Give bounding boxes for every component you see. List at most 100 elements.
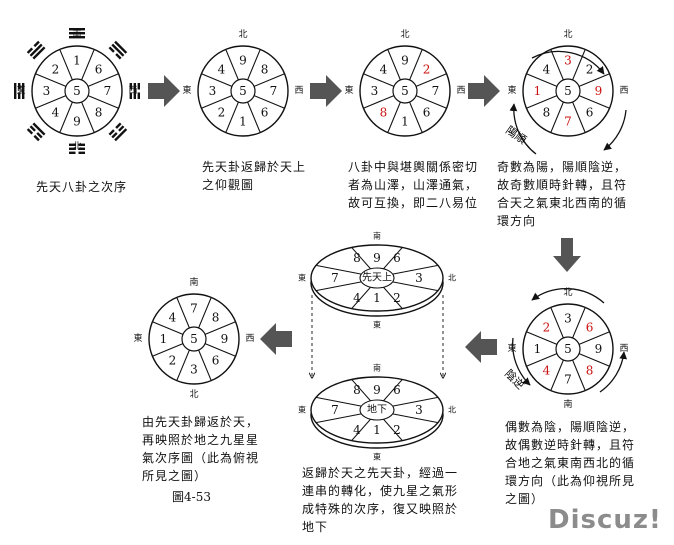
wheel-number: 3 <box>371 84 379 98</box>
caption-prior-heaven-order: 先天八卦之次序 <box>36 180 128 194</box>
wheel-center-number: 5 <box>564 84 572 98</box>
ellipse-number: 1 <box>373 423 381 437</box>
caption-transformation: 返歸於天之先天卦，經過一連串的轉化，使九星之氣形成特殊的次序，復又映照於地下 <box>302 466 459 534</box>
trigram-icon <box>108 40 128 60</box>
wheel-number: 6 <box>212 354 220 368</box>
wheel-number: 7 <box>190 302 198 316</box>
caption-even-counterclockwise: 偶數為陰，陽順陰逆，故偶數逆時針轉，且符合地之氣東南西北的循環方向（此為仰視所見… <box>505 420 636 506</box>
ellipse-number: 3 <box>415 403 423 417</box>
direction-label: 北 <box>563 29 572 40</box>
flow-arrow-down <box>553 238 581 272</box>
direction-label: 北 <box>400 29 409 40</box>
wheel-number: 9 <box>239 54 247 68</box>
direction-label: 北 <box>563 287 572 298</box>
direction-label: 西 <box>456 85 465 96</box>
wheel-number: 4 <box>380 62 388 76</box>
wheel-number: 6 <box>586 106 594 120</box>
wheel-even-counterclockwise: 536987412北南東西 <box>507 287 628 410</box>
trigram-icon <box>129 83 140 99</box>
wheel-number: 9 <box>73 115 81 129</box>
wheel-number: 4 <box>218 62 226 76</box>
wheel-number: 3 <box>209 84 217 98</box>
ellipse-number: 9 <box>373 383 381 397</box>
ellipse-center-label: 地下 <box>367 403 387 416</box>
flow-arrow-1 <box>148 75 180 107</box>
wheel-center-number: 5 <box>401 84 409 98</box>
direction-label: 東 <box>507 342 516 354</box>
wheel-center-number: 5 <box>239 84 247 98</box>
wheel-number: 2 <box>423 62 431 76</box>
wheel-number: 2 <box>52 62 60 76</box>
wheel-number: 9 <box>595 84 603 98</box>
ellipse-number: 6 <box>393 251 401 265</box>
trigram-icon <box>14 83 25 99</box>
direction-label: 北 <box>238 29 247 40</box>
wheel-number: 9 <box>221 332 229 346</box>
wheel-number: 2 <box>218 106 226 120</box>
wheel-number: 7 <box>564 115 572 129</box>
direction-label: 南 <box>373 231 381 241</box>
flow-arrow-3 <box>468 75 500 107</box>
direction-label: 北 <box>72 141 81 152</box>
wheel-number: 7 <box>432 84 440 98</box>
wheel-number: 2 <box>586 62 594 76</box>
ellipse-number: 7 <box>331 403 339 417</box>
direction-label: 東 <box>182 84 191 96</box>
projection-lines <box>312 295 443 378</box>
wheel-number: 1 <box>160 332 168 346</box>
watermark-logo: Discuz! <box>548 505 662 535</box>
wheel-number: 4 <box>169 310 177 324</box>
direction-label: 北 <box>189 389 198 400</box>
wheel-number: 1 <box>239 115 247 129</box>
trigram-icon <box>26 122 46 142</box>
wheel-center-number: 5 <box>190 332 198 346</box>
wheel-number: 9 <box>401 54 409 68</box>
direction-label: 東 <box>298 273 306 283</box>
ellipse-number: 2 <box>393 423 401 437</box>
direction-label: 南 <box>563 398 572 410</box>
wheel-number: 8 <box>261 62 269 76</box>
flow-arrow-left-2 <box>260 323 292 355</box>
ellipse-number: 8 <box>353 383 361 397</box>
wheel-number: 8 <box>586 364 594 378</box>
direction-label: 西 <box>294 85 303 96</box>
direction-label: 南 <box>373 363 381 373</box>
ellipse-number: 8 <box>353 251 361 265</box>
wheel-odd-clockwise: 532967814北東西 <box>507 29 629 137</box>
wheel-number: 8 <box>212 310 220 324</box>
direction-label: 東 <box>507 84 516 96</box>
direction-label: 東 <box>133 332 142 344</box>
wheel-number: 8 <box>543 106 551 120</box>
direction-label: 南 <box>189 276 198 288</box>
direction-label: 東 <box>344 84 353 96</box>
wheel-number: 9 <box>595 342 603 356</box>
flow-arrow-left-1 <box>465 331 497 363</box>
wheel-center-number: 5 <box>564 342 572 356</box>
ellipse-number: 3 <box>415 271 423 285</box>
ellipse-number: 1 <box>373 291 381 305</box>
direction-label: 東 <box>16 84 25 96</box>
ellipse-number: 4 <box>353 423 361 437</box>
figure-label: 圖4-53 <box>172 490 211 504</box>
direction-label: 東 <box>298 405 306 415</box>
flow-arrow-2 <box>310 75 342 107</box>
caption-return-to-heaven: 先天卦返歸於天上之仰觀圖 <box>202 160 307 192</box>
ellipse-number: 7 <box>331 271 339 285</box>
wheel-number: 8 <box>380 106 388 120</box>
wheel-number: 7 <box>104 84 112 98</box>
direction-label: 北 <box>448 406 456 415</box>
direction-label: 西 <box>619 85 628 96</box>
ellipse-number: 2 <box>393 291 401 305</box>
trigram-icon <box>69 143 85 154</box>
caption-earth-order: 由先天卦歸返於天，再映照於地之九星星氣次序圖（此為俯視所見之圖） <box>142 415 260 483</box>
wheel-number: 2 <box>169 354 177 368</box>
direction-label: 西 <box>245 333 254 344</box>
wheel-number: 6 <box>423 106 431 120</box>
direction-label: 東 <box>373 320 381 330</box>
direction-label: 西 <box>619 343 628 354</box>
wheel-number: 4 <box>543 62 551 76</box>
caption-odd-clockwise: 奇數為陽，陽順陰逆，故奇數順時針轉，且符合天之氣東北西南的循環方向 <box>497 160 628 228</box>
